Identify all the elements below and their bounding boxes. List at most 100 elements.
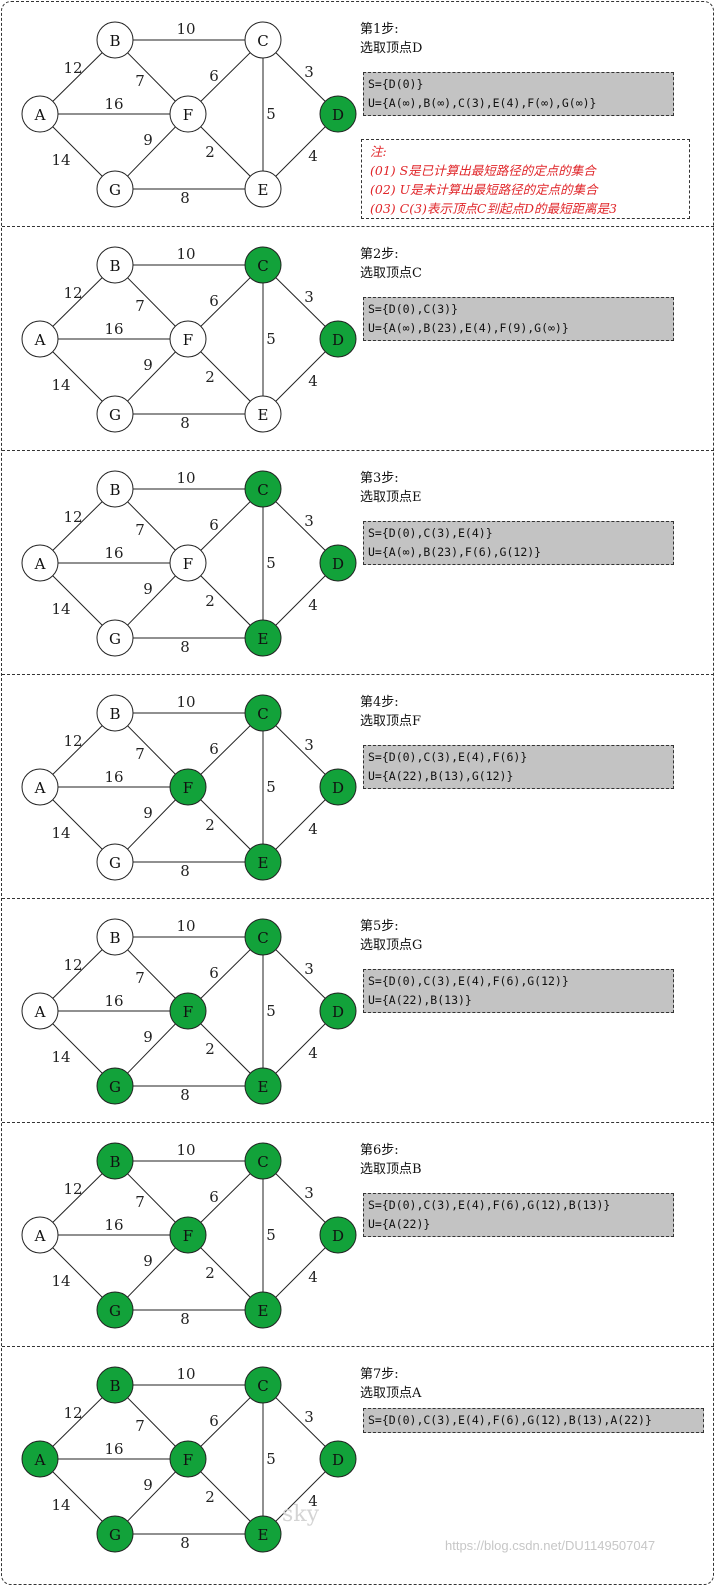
edge-weight-a-b: 12 (63, 284, 82, 302)
node-label-d: D (332, 106, 344, 124)
edge-weight-g-e: 8 (180, 638, 190, 656)
node-a (21, 1216, 59, 1254)
step-title: 第2步:选取顶点C (360, 245, 700, 283)
edge-weight-a-b: 12 (63, 1404, 82, 1422)
edge-weight-a-f: 16 (104, 1440, 123, 1458)
node-label-c: C (257, 481, 268, 499)
node-f (169, 95, 207, 133)
edge-weight-b-c: 10 (176, 20, 195, 38)
sets-box: S={D(0),C(3),E(4),F(6)} U={A(22),B(13),G(… (363, 745, 674, 789)
node-b-selected (96, 1366, 134, 1404)
node-c-selected (244, 694, 282, 732)
note-box: 注: (01) S是已计算出最短路径的定点的集合 (02) U是未计算出最短路径… (361, 139, 690, 219)
step-number: 第2步: (360, 247, 399, 262)
edge-weight-f-e: 2 (205, 816, 215, 834)
set-u: U={A(22),B(13),G(12)} (368, 769, 514, 783)
node-d-selected (319, 320, 357, 358)
edge-weight-b-c: 10 (176, 245, 195, 263)
edge-weight-a-g: 14 (51, 376, 70, 394)
node-d-selected (319, 95, 357, 133)
edge-weight-b-c: 10 (176, 1365, 195, 1383)
node-d-selected (319, 992, 357, 1030)
node-c (244, 21, 282, 59)
note-title: 注: (370, 144, 387, 159)
node-g (96, 619, 134, 657)
node-c-selected (244, 918, 282, 956)
node-label-d: D (332, 1451, 344, 1469)
node-c-selected (244, 470, 282, 508)
node-label-g: G (109, 181, 121, 199)
set-u: U={A(∞),B(∞),C(3),E(4),F(∞),G(∞)} (368, 96, 597, 110)
edge-weight-g-e: 8 (180, 189, 190, 207)
node-label-b: B (109, 705, 120, 723)
edge-weight-b-f: 7 (135, 72, 145, 90)
sets-box: S={D(0),C(3),E(4),F(6),G(12),B(13),A(22)… (363, 1408, 704, 1433)
note-line-1: (01) S是已计算出最短路径的定点的集合 (370, 163, 596, 178)
node-g (96, 170, 134, 208)
node-label-e: E (258, 1302, 269, 1320)
set-s: S={D(0),C(3),E(4),F(6)} (368, 750, 528, 764)
edge-weight-a-g: 14 (51, 151, 70, 169)
set-s: S={D(0)} (368, 77, 424, 91)
edge-weight-a-b: 12 (63, 956, 82, 974)
step-subtitle: 选取顶点G (360, 938, 423, 953)
edge-weight-c-e: 5 (266, 778, 276, 796)
edge-weight-f-e: 2 (205, 1488, 215, 1506)
node-label-c: C (257, 32, 268, 50)
node-f (169, 320, 207, 358)
node-label-b: B (109, 32, 120, 50)
node-label-a: A (34, 1451, 46, 1469)
edge-weight-c-d: 3 (304, 1184, 314, 1202)
note-line-2: (02) U是未计算出最短路径的定点的集合 (370, 182, 598, 197)
node-b-selected (96, 1142, 134, 1180)
node-a (21, 992, 59, 1030)
edge-weight-b-f: 7 (135, 1193, 145, 1211)
edge-weight-g-f: 9 (143, 580, 153, 598)
step-title: 第7步:选取顶点A (360, 1365, 700, 1403)
edge-weight-c-e: 5 (266, 1002, 276, 1020)
node-label-d: D (332, 779, 344, 797)
node-label-b: B (109, 1377, 120, 1395)
edge-weight-g-e: 8 (180, 1534, 190, 1552)
node-g-selected (96, 1515, 134, 1553)
node-label-c: C (257, 1377, 268, 1395)
edge-weight-b-f: 7 (135, 745, 145, 763)
node-label-c: C (257, 705, 268, 723)
edge-weight-f-c: 6 (209, 292, 219, 310)
node-label-e: E (258, 1078, 269, 1096)
node-a (21, 544, 59, 582)
edge-weight-e-d: 4 (308, 372, 318, 390)
node-label-b: B (109, 481, 120, 499)
edge-weight-c-e: 5 (266, 1450, 276, 1468)
edge-weight-c-e: 5 (266, 105, 276, 123)
node-g (96, 843, 134, 881)
edge-weight-g-e: 8 (180, 1310, 190, 1328)
edge-weight-f-e: 2 (205, 143, 215, 161)
edge-weight-a-f: 16 (104, 544, 123, 562)
note-line-3: (03) C(3)表示顶点C到起点D的最短距离是3 (370, 201, 617, 216)
node-label-g: G (109, 406, 121, 424)
edge-weight-a-g: 14 (51, 1272, 70, 1290)
edge-weight-c-d: 3 (304, 960, 314, 978)
edge-weight-b-c: 10 (176, 693, 195, 711)
node-c-selected (244, 1366, 282, 1404)
edge-weight-a-b: 12 (63, 59, 82, 77)
node-label-g: G (109, 1302, 121, 1320)
edge-weight-a-g: 14 (51, 1496, 70, 1514)
node-label-f: F (183, 779, 193, 797)
step-number: 第5步: (360, 919, 399, 934)
node-label-g: G (109, 630, 121, 648)
step-number: 第7步: (360, 1367, 399, 1382)
edge-weight-c-d: 3 (304, 63, 314, 81)
node-label-a: A (34, 1227, 46, 1245)
edge-weight-a-b: 12 (63, 508, 82, 526)
edge-weight-a-g: 14 (51, 1048, 70, 1066)
node-label-a: A (34, 555, 46, 573)
node-label-a: A (34, 106, 46, 124)
